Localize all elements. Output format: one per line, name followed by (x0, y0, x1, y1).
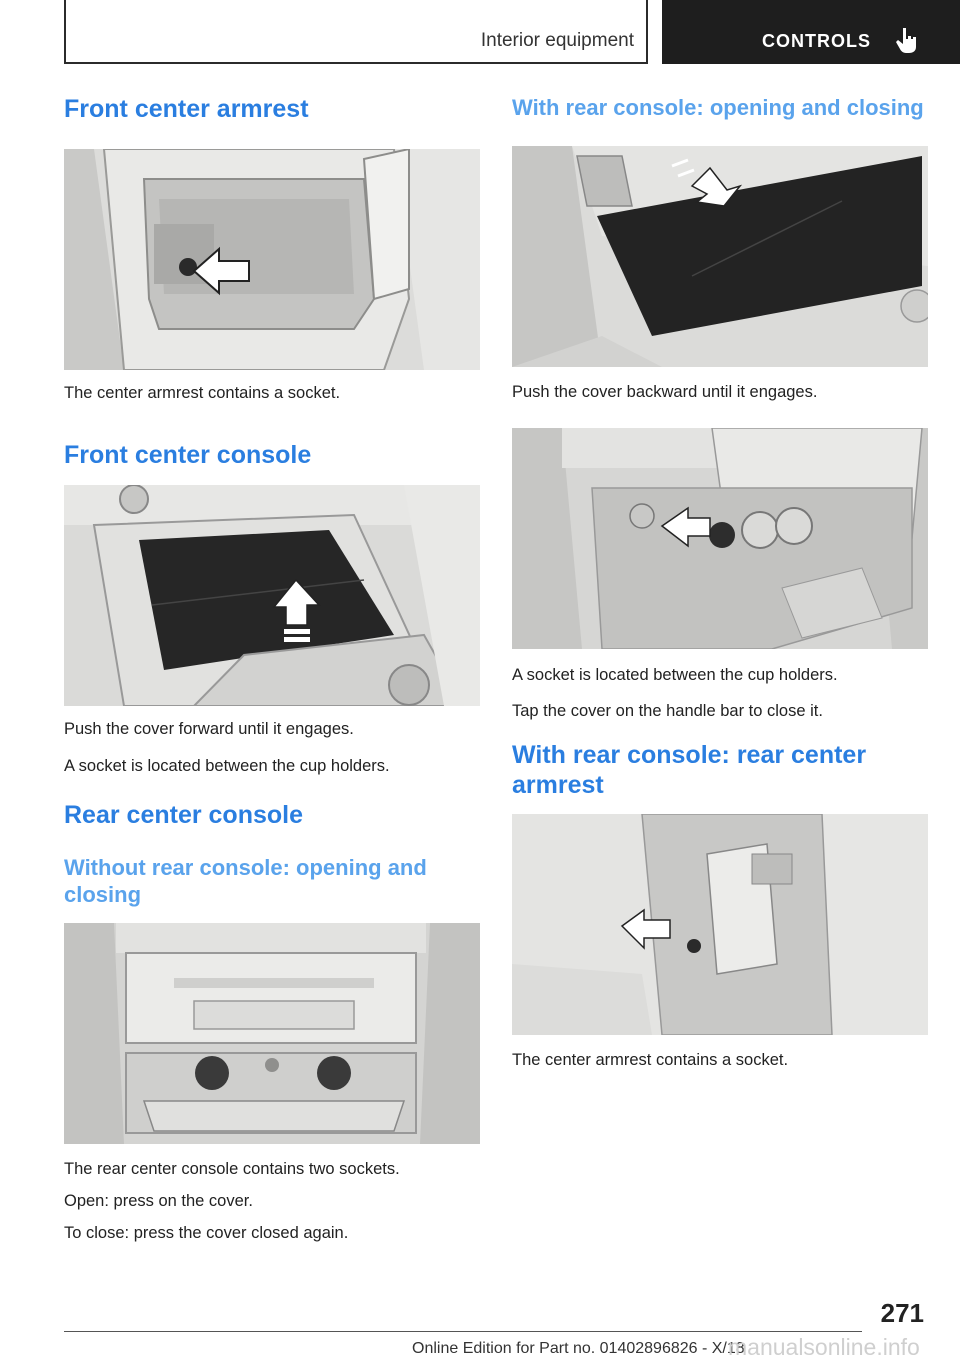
subheading-with-rear-console-open: With rear console: opening and closing (512, 95, 924, 120)
section-title: Interior equipment (480, 30, 634, 51)
photo-rear-armrest (512, 814, 928, 1035)
watermark: manualsonline.info (728, 1334, 920, 1360)
photo-rear-console-cover (512, 146, 928, 367)
footer-divider (64, 1331, 862, 1332)
caption-front-console-2: A socket is located between the cup hold… (64, 757, 390, 775)
page-number: 271 (880, 1298, 924, 1328)
caption-rear-console-open-2: A socket is located between the cup hold… (512, 666, 838, 684)
photo-front-console (64, 485, 480, 706)
photo-rear-console-cupholders (512, 428, 928, 649)
caption-rear-console-1: The rear center console contains two soc… (64, 1160, 400, 1178)
hand-pointer-icon (896, 28, 916, 53)
caption-rear-console-open-3: Tap the cover on the handle bar to close… (512, 702, 823, 720)
photo-rear-console-without (64, 923, 480, 1144)
chapter-title: CONTROLS (762, 31, 871, 51)
caption-rear-console-open-1: Push the cover backward until it engages… (512, 383, 818, 401)
subheading-without-rear-console: Without rear console: opening and closin… (64, 855, 427, 907)
heading-front-center-console: Front center console (64, 441, 312, 469)
caption-rear-console-2: Open: press on the cover. (64, 1192, 253, 1210)
heading-with-rear-console-armrest: With rear console: rear center armrest (512, 741, 867, 799)
left-column: Front center armrest The center armrest … (64, 94, 480, 1243)
photo-front-armrest (64, 149, 480, 370)
page-header: Interior equipment CONTROLS (0, 0, 960, 66)
header-section-box: Interior equipment (64, 0, 648, 64)
header-chapter-box: CONTROLS (662, 0, 960, 64)
heading-front-center-armrest: Front center armrest (64, 95, 309, 123)
caption-front-armrest: The center armrest contains a socket. (64, 384, 341, 402)
caption-rear-armrest: The center armrest contains a socket. (512, 1051, 789, 1069)
footer-edition: Online Edition for Part no. 01402896826 … (412, 1340, 745, 1357)
caption-rear-console-3: To close: press the cover closed again. (64, 1224, 349, 1242)
caption-front-console-1: Push the cover forward until it engages. (64, 720, 354, 738)
heading-rear-center-console: Rear center console (64, 801, 303, 829)
right-column: With rear console: opening and closing P… (512, 94, 928, 1070)
